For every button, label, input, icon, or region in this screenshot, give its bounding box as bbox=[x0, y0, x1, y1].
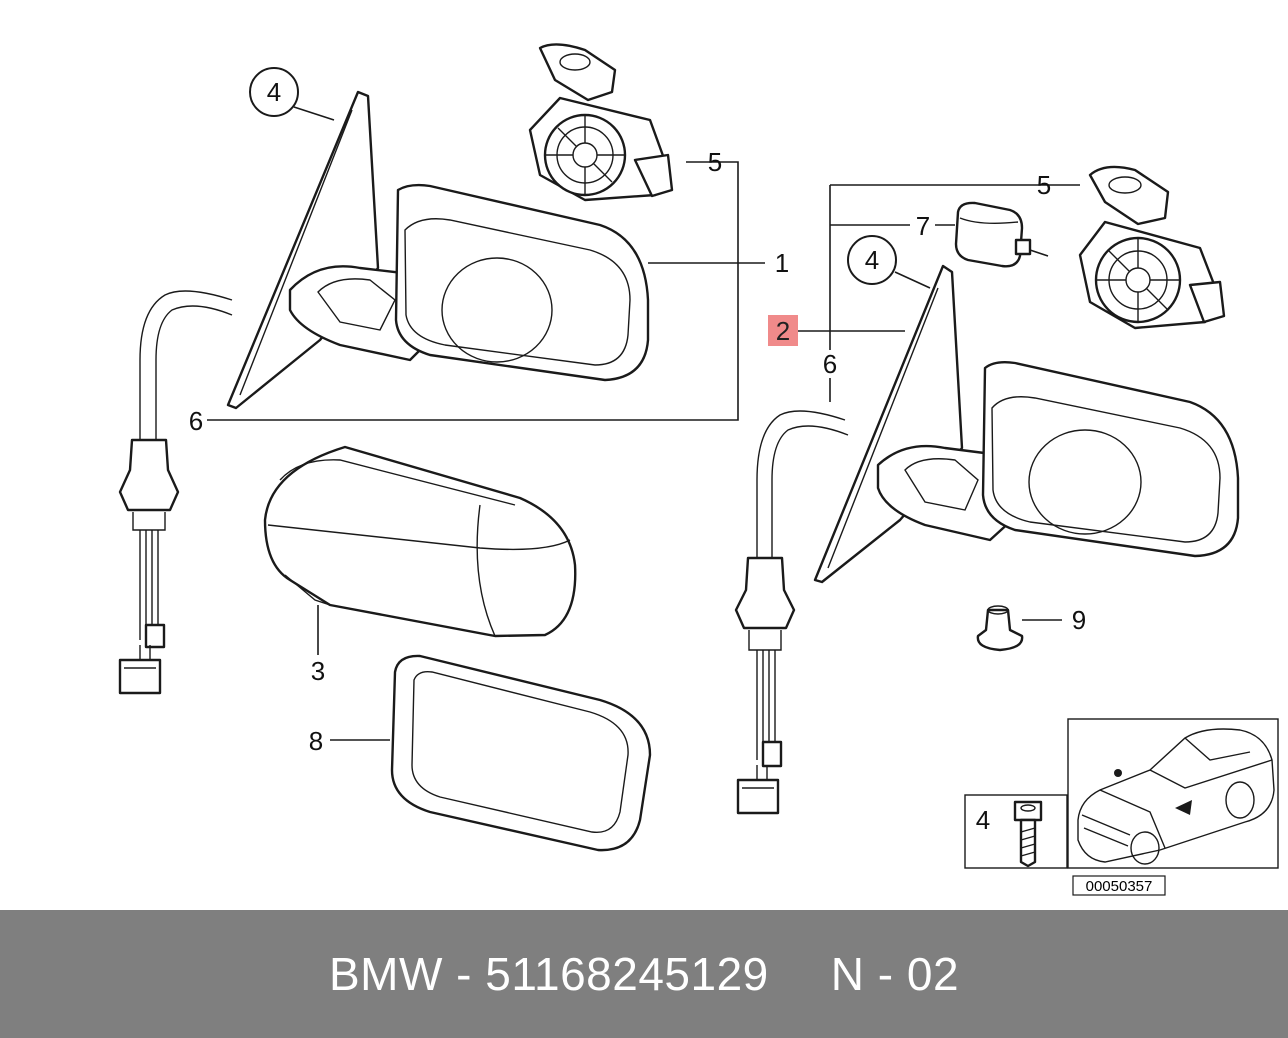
callout-5-right: 5 bbox=[1037, 170, 1051, 200]
part-number-footer: BMW - 51168245129 N - 02 bbox=[0, 910, 1288, 1038]
callout-7: 7 bbox=[916, 211, 930, 241]
left-cable bbox=[118, 290, 233, 695]
left-mirror-housing bbox=[394, 183, 650, 382]
highlight-box bbox=[768, 315, 798, 346]
clip-part bbox=[976, 605, 1024, 652]
callout-circle-4-right bbox=[847, 235, 897, 285]
callout-6-left: 6 bbox=[189, 406, 203, 436]
right-cable bbox=[734, 410, 849, 815]
callout-8: 8 bbox=[309, 726, 323, 756]
left-connector-icon bbox=[118, 658, 162, 695]
callout-9: 9 bbox=[1072, 605, 1086, 635]
left-adjust-motor bbox=[528, 43, 674, 202]
exploded-parts-diagram: 4 5 1 6 3 8 5 7 4 2 6 9 4 bbox=[118, 43, 1279, 896]
left-mirror-assembly bbox=[118, 43, 674, 852]
callout-2: 2 bbox=[776, 316, 790, 346]
right-triangle-plate bbox=[813, 264, 964, 584]
inset-car-box: 00050357 bbox=[1067, 718, 1279, 896]
right-mirror-housing bbox=[981, 360, 1240, 558]
left-triangle-plate bbox=[226, 90, 380, 410]
reference-number: 00050357 bbox=[1086, 878, 1153, 895]
callout-3: 3 bbox=[311, 656, 325, 686]
callout-5-left: 5 bbox=[708, 147, 722, 177]
screw-icon bbox=[1013, 800, 1043, 868]
inset-screw-box: 4 bbox=[964, 794, 1068, 869]
callout-4-left: 4 bbox=[267, 77, 281, 107]
right-connector-icon bbox=[736, 778, 780, 815]
car-location-icon bbox=[1077, 728, 1275, 865]
callout-4-inset: 4 bbox=[976, 805, 990, 835]
callout-4-right: 4 bbox=[865, 245, 879, 275]
callouts: 4 5 1 6 3 8 5 7 4 2 6 9 bbox=[189, 67, 1086, 756]
left-mirror-glass bbox=[390, 654, 652, 852]
right-adjust-motor bbox=[1078, 165, 1226, 330]
right-actuator bbox=[954, 201, 1049, 268]
callout-1: 1 bbox=[775, 248, 789, 278]
right-mirror-assembly bbox=[734, 165, 1240, 815]
footer-code-text: N - 02 bbox=[830, 948, 960, 1000]
footer-part-text: BMW - 51168245129 bbox=[328, 948, 769, 1000]
callout-6-right: 6 bbox=[823, 349, 837, 379]
leader-lines bbox=[207, 106, 1080, 741]
callout-circle-4-left bbox=[249, 67, 299, 117]
